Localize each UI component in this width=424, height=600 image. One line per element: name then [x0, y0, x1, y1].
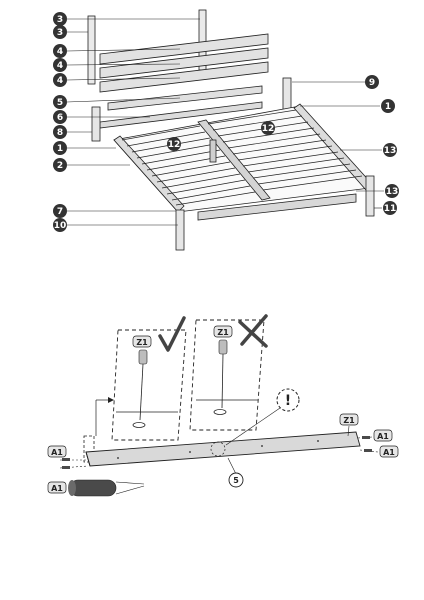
callout-3a-label: 3	[57, 15, 63, 25]
z1-badge-right	[213, 325, 233, 338]
z1-badge-rail-label: Z1	[343, 416, 355, 425]
callout-9	[365, 75, 379, 89]
inset-wrong	[189, 319, 265, 431]
z1-badge-left	[132, 335, 152, 348]
callout-2-label: 2	[57, 161, 63, 171]
callout-4b-label: 4	[57, 61, 63, 71]
callout-1b	[381, 99, 395, 113]
headboard-board-2	[99, 47, 269, 79]
callout-7-label: 7	[57, 207, 63, 217]
callout-8-label: 8	[57, 128, 63, 138]
a1-badge-right-top	[373, 429, 393, 442]
callout-3b	[53, 25, 67, 39]
z1-dowel-left	[138, 349, 148, 365]
callout-3a	[53, 12, 67, 26]
z1-badge-rail	[339, 413, 359, 426]
callout-4a	[53, 44, 67, 58]
headboard-board-1	[99, 33, 269, 65]
a1-badge-right-top-label: A1	[377, 432, 389, 441]
z1-badge-left-label: Z1	[136, 338, 148, 347]
hole-left	[132, 422, 146, 428]
callouts-top	[53, 12, 399, 232]
warning-circle	[276, 388, 300, 412]
callout-11	[383, 201, 397, 215]
callout-12b-label: 12	[262, 124, 275, 134]
rail-detail-view: Z1 Z1 !	[47, 314, 399, 497]
callout-4c	[53, 73, 67, 87]
front-right-leg	[365, 175, 375, 217]
callout-3b-label: 3	[57, 28, 63, 38]
a1-badge-right-bottom-label: A1	[383, 448, 395, 457]
a1-badge-left	[47, 445, 67, 458]
center-support-leg	[209, 139, 217, 163]
headboard-post-left	[87, 15, 96, 85]
callout-7	[53, 204, 67, 218]
side-rail-left	[113, 135, 185, 213]
callout-11-label: 11	[384, 204, 397, 214]
left-leg-8	[91, 106, 101, 142]
callout-1b-label: 1	[385, 102, 391, 112]
a1-badge-left-label: A1	[51, 448, 63, 457]
callout-rail-5	[228, 472, 244, 488]
callout-4c-label: 4	[57, 76, 63, 86]
z1-dowel-right	[218, 339, 228, 355]
headboard-board-3	[99, 61, 269, 93]
callout-13a	[383, 143, 397, 157]
callout-2	[53, 158, 67, 172]
callout-4a-label: 4	[57, 47, 63, 57]
front-left-leg	[175, 209, 185, 251]
callout-1a-label: 1	[57, 144, 63, 154]
callout-10-label: 10	[54, 221, 67, 231]
callout-9-label: 9	[369, 78, 375, 88]
callout-rail-5-label: 5	[233, 476, 239, 485]
callout-12a-label: 12	[168, 140, 181, 150]
rail-part-5	[85, 431, 361, 467]
callout-10	[53, 218, 67, 232]
callout-1a	[53, 141, 67, 155]
callout-6-label: 6	[57, 113, 63, 123]
warning-icon: !	[285, 393, 291, 409]
callout-5	[53, 95, 67, 109]
callout-13b-label: 13	[386, 187, 399, 197]
callout-13a-label: 13	[384, 146, 397, 156]
inset-correct	[111, 329, 187, 441]
z1-badge-right-label: Z1	[217, 328, 229, 337]
headboard-rail	[107, 85, 263, 111]
front-rail	[197, 193, 357, 221]
rail-hole-highlight	[210, 441, 226, 457]
leader-lines-top	[66, 18, 384, 226]
callout-13b	[385, 184, 399, 198]
dowel-a1	[69, 479, 117, 497]
hole-right	[213, 409, 227, 415]
callout-6	[53, 110, 67, 124]
a1-badge-dowel-label: A1	[51, 484, 63, 493]
cross-icon	[238, 314, 268, 348]
callout-12a	[167, 137, 181, 151]
callout-5-label: 5	[57, 98, 63, 108]
callout-4b	[53, 58, 67, 72]
callout-8	[53, 125, 67, 139]
checkmark-icon	[158, 316, 186, 352]
a1-badge-dowel	[47, 481, 67, 494]
a1-badge-right-bottom	[379, 445, 399, 458]
bed-exploded-view	[87, 9, 375, 251]
callout-12b	[261, 121, 275, 135]
callout-labels-top: 3 3 4 4 4 5 6 8 1 2 7 10 9 1 13 13 11 12…	[54, 15, 399, 231]
